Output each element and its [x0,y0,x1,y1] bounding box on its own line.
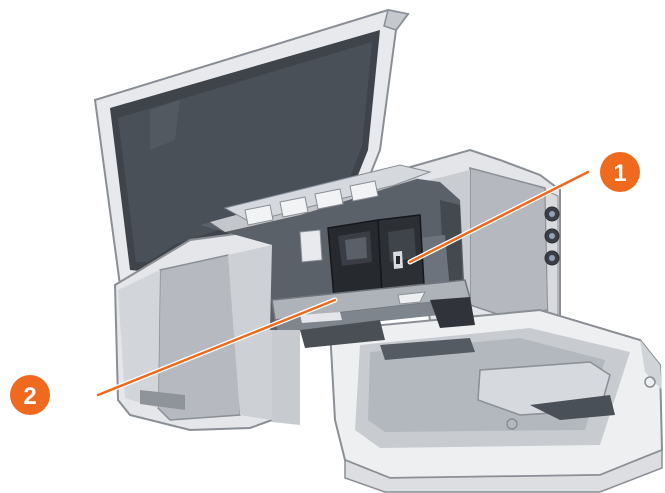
output-tray [328,308,664,493]
callout-1-number: 1 [613,160,626,187]
paper-guide [271,279,475,425]
callout-2-number: 2 [23,383,36,410]
callout-lines [95,169,591,398]
top-cover [93,8,410,292]
printer-left-body [113,230,277,432]
callout-2: 2 [10,375,50,415]
callout-1-leader [408,170,590,264]
callout-2-leader [96,298,337,397]
control-panel [544,206,560,266]
callout-1: 1 [600,152,640,192]
